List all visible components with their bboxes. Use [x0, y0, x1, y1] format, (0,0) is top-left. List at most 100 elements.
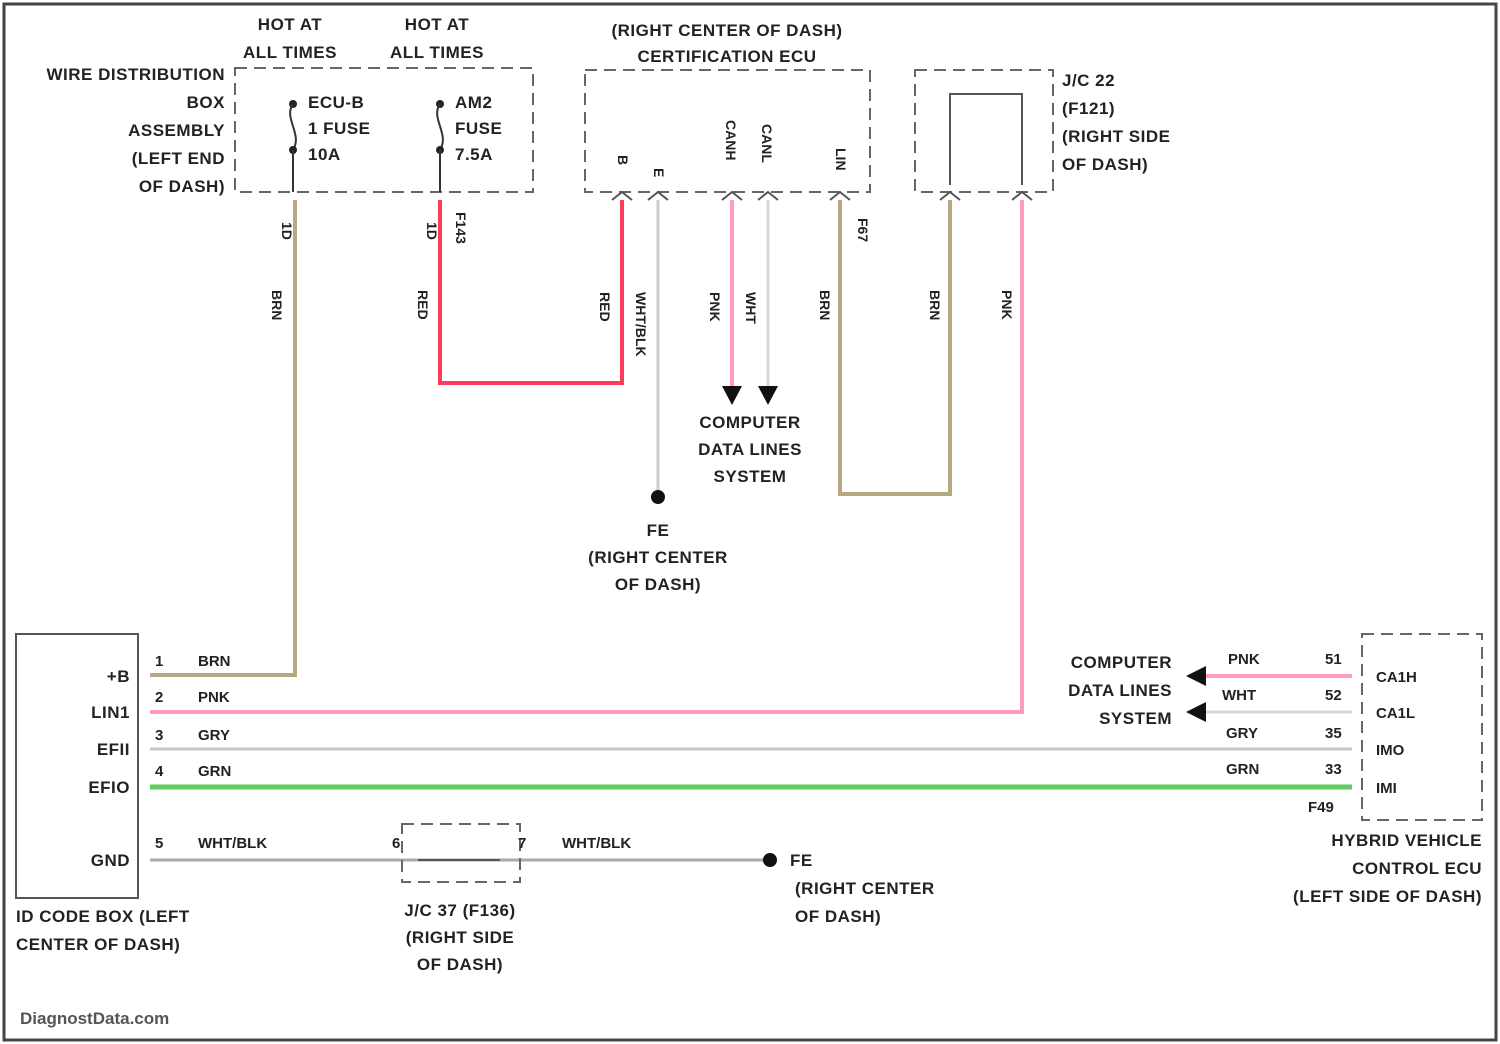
distribution-box-line3: ASSEMBLY [128, 121, 225, 140]
fuse-am2-conn: 1D [424, 222, 440, 240]
ground-fe-bottom-name: FE [790, 851, 813, 870]
data-lines-right-line1: COMPUTER [1071, 653, 1172, 672]
jc22-line2: (F121) [1062, 99, 1115, 118]
fuse-am2-name1: AM2 [455, 93, 492, 112]
jc22-line3: (RIGHT SIDE [1062, 127, 1170, 146]
jc37-pin-a: 6 [392, 835, 400, 852]
wire-label-brn-jc: BRN [927, 290, 943, 320]
ground-fe-top-line2: OF DASH) [615, 575, 701, 594]
wire-label-red-cert: RED [597, 292, 613, 322]
outer-frame [4, 4, 1496, 1040]
hybrid-ecu-pin-num: 35 [1325, 725, 1342, 742]
id-code-box-pin-num: 2 [155, 689, 163, 706]
fuse-am2-symbol [437, 104, 443, 150]
wire-brn-lin-loop [840, 200, 950, 494]
hybrid-ecu-pin-num: 33 [1325, 761, 1342, 778]
fuse-am2-hot1: HOT AT [405, 15, 469, 34]
watermark: DiagnostData.com [20, 1009, 169, 1028]
data-lines-top-line1: COMPUTER [699, 413, 800, 432]
certification-ecu-pin-e: E [651, 168, 667, 177]
wire-label-pnk-cert: PNK [707, 292, 723, 322]
certification-ecu: (RIGHT CENTER OF DASH) CERTIFICATION ECU… [585, 21, 871, 242]
fuse-ecub-symbol [290, 104, 296, 150]
id-code-box-pin-label: GND [91, 851, 130, 870]
hybrid-ecu-pin-num: 51 [1325, 651, 1342, 668]
ground-fe-bottom: FE (RIGHT CENTER OF DASH) [763, 851, 935, 926]
fuse-ecub-name1: ECU-B [308, 93, 364, 112]
hybrid-ecu-wire-color: PNK [1228, 651, 1260, 668]
hybrid-ecu-wire-color: GRN [1226, 761, 1259, 778]
wire-label-pnk-jc: PNK [999, 290, 1015, 320]
ground-dot-icon [763, 853, 777, 867]
id-code-box-pin-num: 4 [155, 763, 164, 780]
certification-ecu-connector-tick [612, 192, 850, 200]
id-code-box-pin-label: EFIO [88, 778, 130, 797]
hybrid-ecu-pin-label: IMI [1376, 780, 1397, 797]
wire-label-whtblk-cert: WHT/BLK [633, 292, 649, 357]
certification-ecu-pin-lin: LIN [833, 148, 849, 171]
id-code-box-pin-num: 1 [155, 653, 163, 670]
certification-ecu-location: (RIGHT CENTER OF DASH) [611, 21, 842, 40]
distribution-box-line2: BOX [187, 93, 226, 112]
distribution-box-line5: OF DASH) [139, 177, 225, 196]
fuse-ecub-conn: 1D [279, 222, 295, 240]
fuse-ecub-name2: 1 FUSE [308, 119, 371, 138]
jc37-line3: OF DASH) [417, 955, 503, 974]
hybrid-ecu-line1: HYBRID VEHICLE [1331, 831, 1482, 850]
certification-ecu-title: CERTIFICATION ECU [637, 47, 816, 66]
id-code-box-wire-color: PNK [198, 689, 230, 706]
ground-fe-bottom-line2: OF DASH) [795, 907, 881, 926]
fuse-am2: HOT AT ALL TIMES AM2 FUSE 7.5A 1D F143 [390, 15, 502, 244]
arrow-down-icon [722, 386, 742, 405]
ground-fe-top-line1: (RIGHT CENTER [588, 548, 728, 567]
hybrid-ecu-pin-label: CA1L [1376, 705, 1415, 722]
hybrid-ecu-wire-color: GRY [1226, 725, 1258, 742]
id-code-box-pin-num: 3 [155, 727, 163, 744]
hybrid-ecu-line2: CONTROL ECU [1352, 859, 1482, 878]
fuse-ecub-hot2: ALL TIMES [243, 43, 337, 62]
jc22-line1: J/C 22 [1062, 71, 1115, 90]
hybrid-ecu-wire-color: WHT [1222, 687, 1256, 704]
jc22-outline [915, 70, 1053, 192]
hybrid-ecu-pin-num: 52 [1325, 687, 1342, 704]
hybrid-ecu-pin-label: IMO [1376, 742, 1405, 759]
certification-ecu-pin-canl: CANL [759, 124, 775, 163]
certification-ecu-conn-f67: F67 [855, 218, 871, 242]
fuse-am2-name2: FUSE [455, 119, 502, 138]
certification-ecu-pin-b: B [615, 155, 631, 165]
data-lines-top-line2: DATA LINES [698, 440, 802, 459]
fuse-ecub-hot1: HOT AT [258, 15, 322, 34]
fuse-ecub-rating: 10A [308, 145, 341, 164]
arrow-left-icon [1186, 666, 1206, 686]
id-code-box-pin-label: +B [107, 667, 130, 686]
wire-label-wht-cert: WHT [743, 292, 759, 324]
data-lines-right-line2: DATA LINES [1068, 681, 1172, 700]
jc37-wire-color: WHT/BLK [562, 835, 631, 852]
wire-label-red-left: RED [415, 290, 431, 320]
ground-fe-top-name: FE [647, 521, 670, 540]
data-lines-right-label: COMPUTER DATA LINES SYSTEM [1068, 653, 1172, 728]
wire-label-brn-cert: BRN [817, 290, 833, 320]
jc22-connector-tick [940, 192, 1032, 200]
hybrid-ecu-pin-label: CA1H [1376, 669, 1417, 686]
jc37-pin-b: 7 [518, 835, 526, 852]
arrow-down-icon [758, 386, 778, 405]
wire-pnk-lin1 [150, 200, 1022, 712]
arrow-left-icon [1186, 702, 1206, 722]
data-lines-right-line3: SYSTEM [1099, 709, 1172, 728]
ground-fe-bottom-line1: (RIGHT CENTER [795, 879, 935, 898]
id-code-box-pin-label: LIN1 [91, 703, 130, 722]
id-code-box-pin-label: EFII [97, 740, 130, 759]
id-code-box-wire-color: GRY [198, 727, 230, 744]
fuse-am2-conn2: F143 [453, 212, 469, 244]
id-code-box: +B LIN1 EFII EFIO GND 1 2 3 4 5 BRN PNK … [16, 634, 267, 954]
id-code-box-wire-color: GRN [198, 763, 231, 780]
wire-brn-ecub-line [150, 200, 295, 675]
distribution-box-line1: WIRE DISTRIBUTION [47, 65, 226, 84]
id-code-box-label1: ID CODE BOX (LEFT [16, 907, 190, 926]
wire-label-brn-left: BRN [269, 290, 285, 320]
id-code-box-label2: CENTER OF DASH) [16, 935, 180, 954]
jc37-line2: (RIGHT SIDE [406, 928, 514, 947]
certification-ecu-pin-canh: CANH [723, 120, 739, 160]
